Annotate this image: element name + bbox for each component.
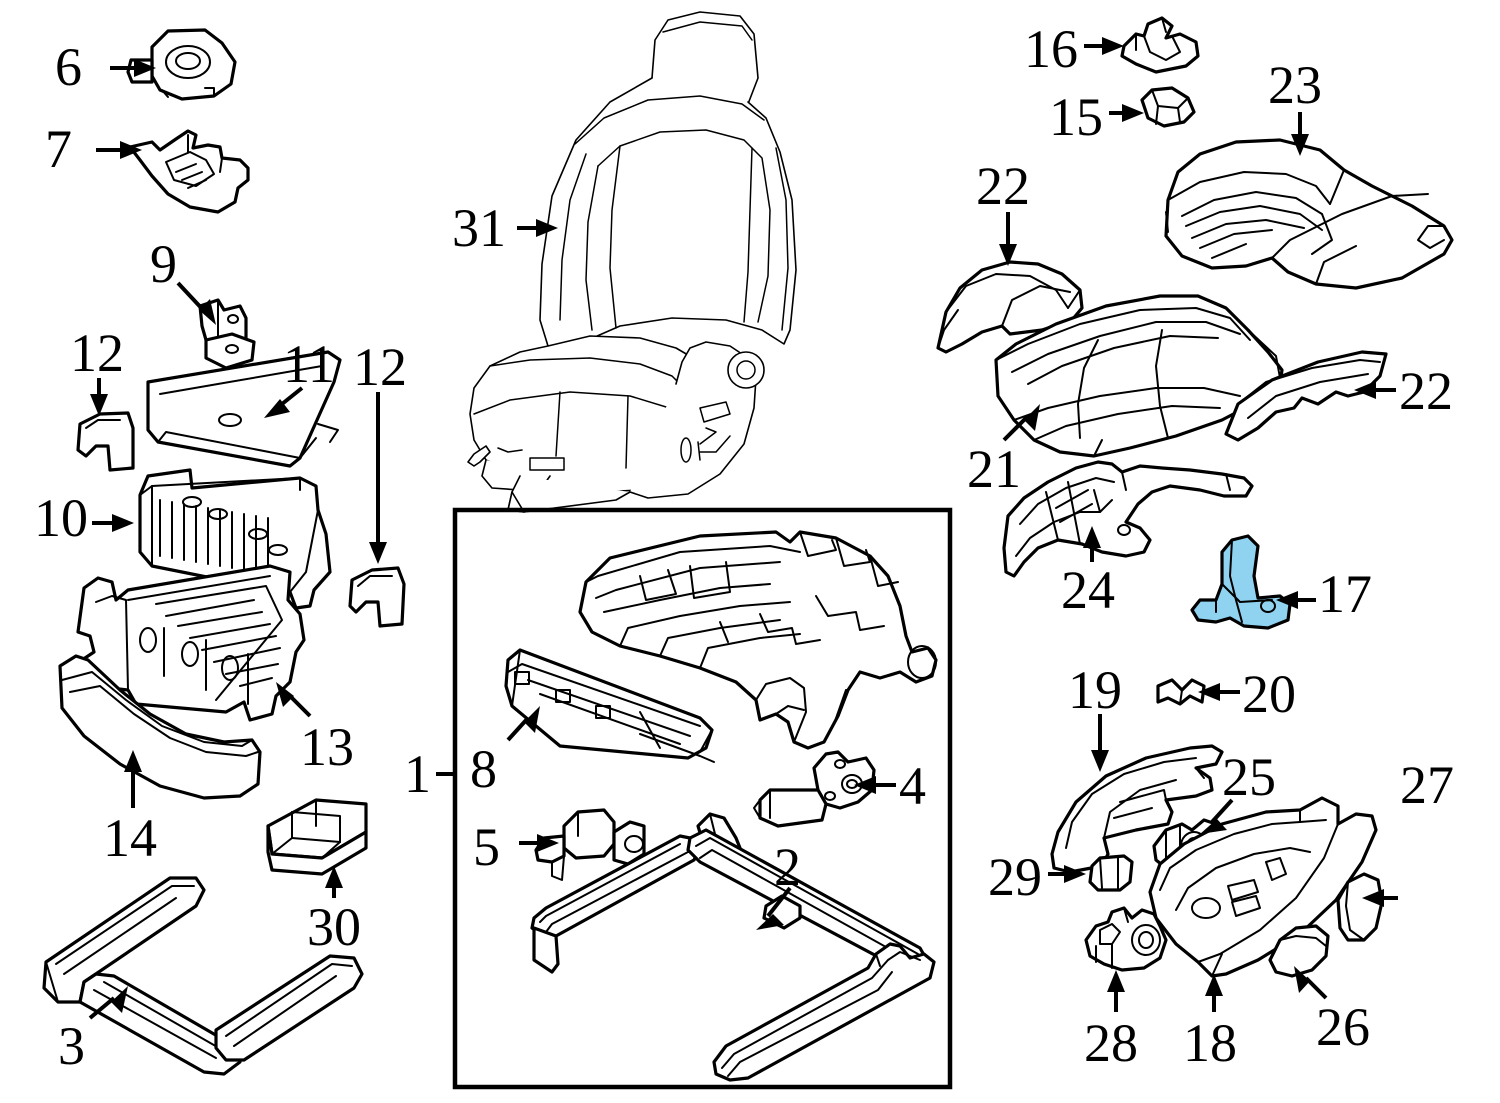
- leader-16: [1084, 37, 1124, 55]
- leader-12-left: [90, 378, 108, 416]
- part-26-oval-cap[interactable]: [1268, 924, 1330, 978]
- callout-label-26[interactable]: 26: [1316, 997, 1370, 1057]
- callout-label-27[interactable]: 27: [1400, 755, 1454, 815]
- callout-label-13[interactable]: 13: [300, 717, 354, 777]
- callout-label-3[interactable]: 3: [58, 1016, 85, 1076]
- callout-label-14[interactable]: 14: [103, 808, 157, 868]
- part-1-seat-frame-upper[interactable]: [578, 530, 938, 750]
- part-22-cushion-side-bolster-right[interactable]: [1224, 350, 1388, 442]
- part-20-small-folded-clip[interactable]: [1156, 678, 1206, 706]
- leader-29: [1048, 865, 1086, 883]
- leader-18: [1205, 974, 1223, 1012]
- part-29-small-rectangular-clip[interactable]: [1088, 854, 1134, 892]
- part-13-seat-back-panel-lower[interactable]: [76, 564, 306, 722]
- leader-2: [756, 886, 792, 930]
- part-22-cushion-side-bolster-left[interactable]: [936, 260, 1084, 354]
- part-15-small-clip-block[interactable]: [1140, 86, 1196, 128]
- callout-label-15[interactable]: 15: [1049, 87, 1103, 147]
- callout-label-21[interactable]: 21: [967, 439, 1021, 499]
- leader-21: [1002, 404, 1040, 442]
- leader-11: [264, 386, 304, 418]
- part-12-corner-trim-cap-right[interactable]: [348, 566, 406, 628]
- callout-label-22b[interactable]: 22: [1399, 361, 1453, 421]
- part-31-complete-seat-assembly[interactable]: [467, 11, 797, 513]
- callout-label-9[interactable]: 9: [150, 234, 177, 294]
- part-11-flat-trim-strip[interactable]: [146, 350, 342, 468]
- leader-12-right: [369, 392, 387, 564]
- callout-label-12b[interactable]: 12: [353, 337, 407, 397]
- leader-9: [176, 281, 216, 325]
- leader-4: [854, 776, 896, 794]
- callout-label-28[interactable]: 28: [1084, 1013, 1138, 1073]
- leader-15: [1109, 104, 1144, 122]
- callout-label-23[interactable]: 23: [1268, 55, 1322, 115]
- part-17-highlighted-seat-bracket[interactable]: [1190, 534, 1292, 630]
- leader-3: [88, 986, 128, 1020]
- part-7-seat-support-bracket[interactable]: [128, 129, 250, 214]
- leader-7: [96, 141, 142, 159]
- part-14-seat-back-foam-bolster[interactable]: [58, 654, 262, 800]
- callout-label-22a[interactable]: 22: [976, 156, 1030, 216]
- part-2-seat-track-rail[interactable]: [530, 812, 936, 1082]
- leader-25: [1200, 798, 1234, 834]
- callout-label-12a[interactable]: 12: [70, 323, 124, 383]
- leader-8: [506, 706, 540, 742]
- callout-label-2[interactable]: 2: [774, 837, 801, 897]
- leader-22-right: [1354, 381, 1396, 399]
- callout-label-7[interactable]: 7: [45, 119, 72, 179]
- callout-label-17[interactable]: 17: [1318, 564, 1372, 624]
- callout-label-8[interactable]: 8: [470, 739, 497, 799]
- leader-27: [1362, 889, 1398, 907]
- part-28-multi-function-switch[interactable]: [1084, 906, 1168, 972]
- callout-label-11[interactable]: 11: [283, 334, 335, 394]
- part-30-rectangular-spacer-block[interactable]: [266, 798, 368, 876]
- part-4-seat-recliner-motor-bracket[interactable]: [753, 750, 876, 828]
- callout-label-30[interactable]: 30: [307, 897, 361, 957]
- leader-19: [1091, 714, 1109, 772]
- part-5-seat-adjuster-motor[interactable]: [534, 808, 646, 881]
- part-8-seat-side-rail[interactable]: [504, 648, 715, 763]
- callout-label-4[interactable]: 4: [899, 756, 926, 816]
- leader-31: [517, 219, 558, 237]
- group-box-1: [452, 507, 953, 1090]
- callout-label-25[interactable]: 25: [1222, 747, 1276, 807]
- part-12-corner-trim-cap-left[interactable]: [76, 411, 135, 472]
- leader-6: [110, 59, 156, 77]
- leader-20: [1198, 683, 1240, 701]
- leader-23: [1291, 112, 1309, 156]
- callout-label-31[interactable]: 31: [452, 198, 506, 258]
- leader-13: [276, 682, 312, 718]
- part-21-seat-cushion-cover[interactable]: [994, 294, 1284, 458]
- part-18-seat-side-trim-panel[interactable]: [1148, 796, 1378, 978]
- callout-label-10[interactable]: 10: [34, 488, 88, 548]
- callout-label-6[interactable]: 6: [55, 37, 82, 97]
- leader-22-left: [999, 212, 1017, 266]
- leader-26: [1294, 966, 1328, 1000]
- leader-17: [1276, 591, 1316, 609]
- callout-label-24[interactable]: 24: [1061, 560, 1115, 620]
- leader-30: [325, 866, 343, 898]
- leader-28: [1107, 970, 1125, 1012]
- callout-label-20[interactable]: 20: [1242, 664, 1296, 724]
- callout-label-1[interactable]: 1: [404, 744, 431, 804]
- leader-10: [92, 514, 134, 532]
- callout-label-29[interactable]: 29: [988, 847, 1042, 907]
- callout-label-19[interactable]: 19: [1068, 660, 1122, 720]
- callout-label-18[interactable]: 18: [1183, 1013, 1237, 1073]
- part-23-seat-cushion-foam[interactable]: [1164, 138, 1454, 290]
- callout-label-16[interactable]: 16: [1024, 19, 1078, 79]
- callout-label-5[interactable]: 5: [473, 817, 500, 877]
- leader-14: [124, 750, 142, 808]
- part-24-seat-cushion-frame-arm[interactable]: [1002, 460, 1254, 578]
- part-16-latch-clip[interactable]: [1120, 16, 1200, 74]
- leader-24: [1083, 526, 1101, 562]
- leader-5: [519, 834, 559, 852]
